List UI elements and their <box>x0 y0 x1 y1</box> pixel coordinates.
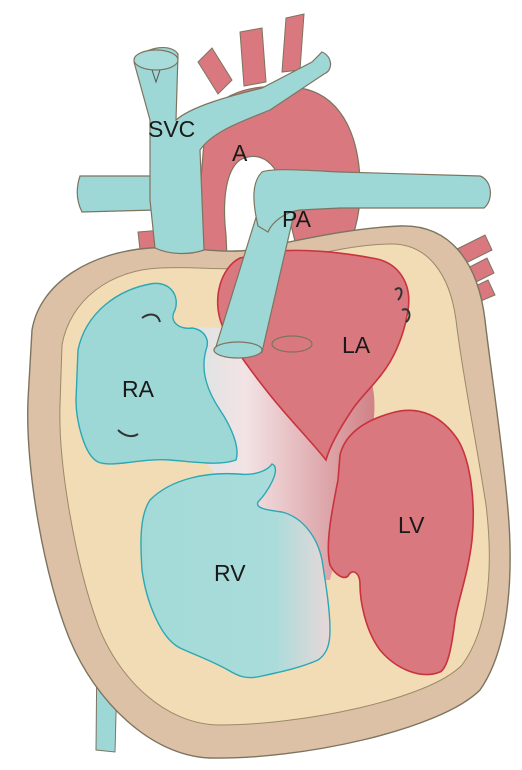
label-right-atrium: RA <box>122 378 154 401</box>
pulmonary-valve-opening <box>214 342 262 358</box>
label-right-ventricle: RV <box>214 562 246 585</box>
label-left-ventricle: LV <box>398 514 424 537</box>
label-left-atrium: LA <box>342 334 370 357</box>
right-pulmonary-artery <box>77 176 156 212</box>
label-svc: SVC <box>148 118 195 141</box>
svc-opening <box>134 50 178 70</box>
label-pulmonary-artery: PA <box>282 208 311 231</box>
aortic-root-opening <box>272 336 312 352</box>
label-aorta: A <box>232 142 247 165</box>
